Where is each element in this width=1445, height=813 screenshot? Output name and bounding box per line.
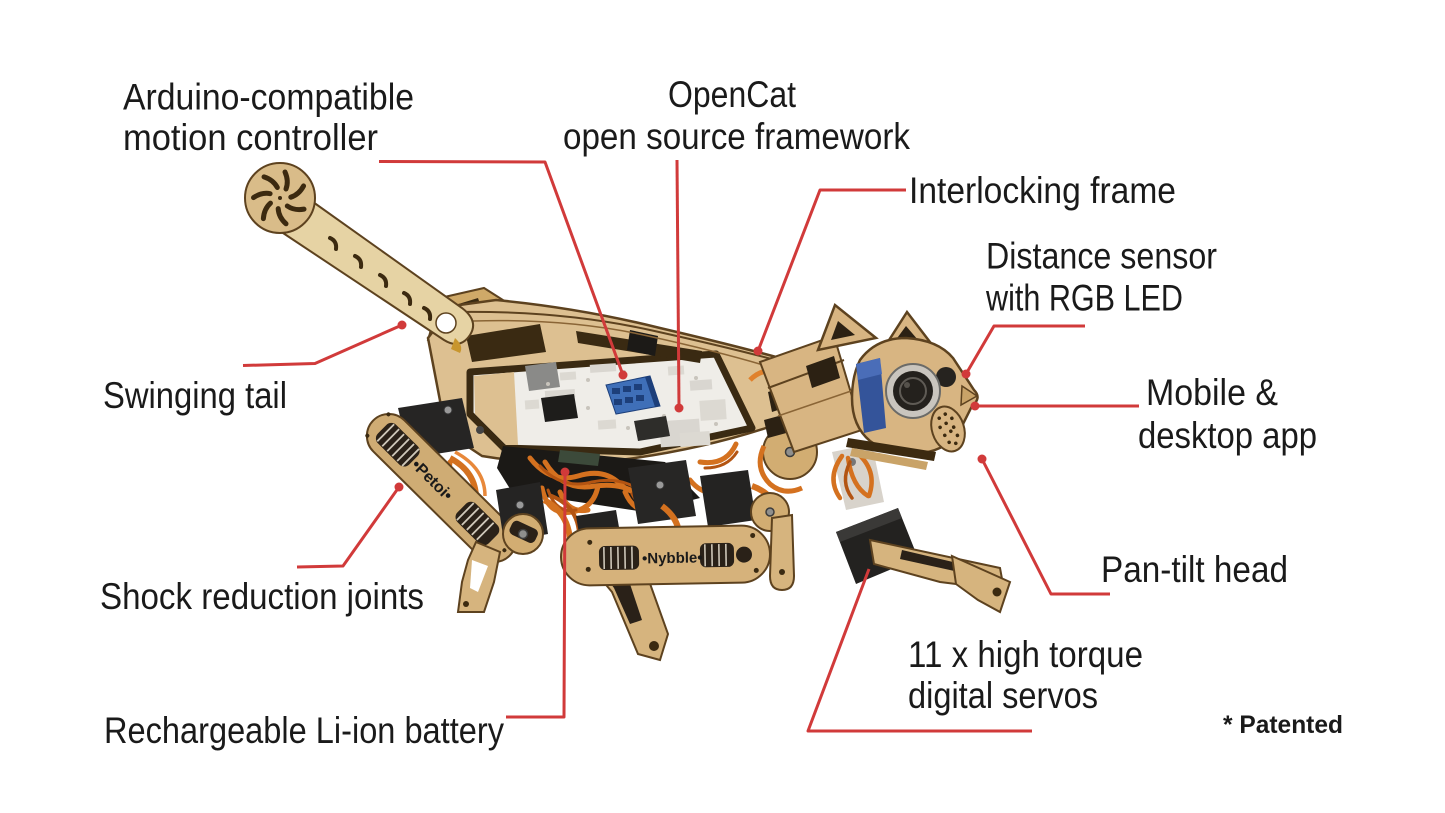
svg-text:* Patented: * Patented [1223,711,1343,739]
svg-text:Mobile &: Mobile & [1146,372,1278,413]
svg-text:Swinging tail: Swinging tail [103,375,287,416]
svg-text:Shock reduction joints: Shock reduction joints [100,576,424,617]
svg-text:Distance sensor: Distance sensor [986,236,1217,277]
svg-text:11 x high torque: 11 x high torque [908,634,1143,675]
svg-text:desktop app: desktop app [1138,415,1317,456]
svg-text:Interlocking frame: Interlocking frame [909,170,1176,211]
svg-text:Arduino-compatible: Arduino-compatible [123,77,414,118]
svg-text:Pan-tilt head: Pan-tilt head [1101,549,1288,590]
svg-text:open source framework: open source framework [563,116,910,157]
svg-text:with RGB LED: with RGB LED [985,278,1183,319]
svg-text:motion controller: motion controller [123,117,378,158]
svg-text:Rechargeable Li-ion battery: Rechargeable Li-ion battery [104,710,504,751]
svg-text:digital servos: digital servos [908,675,1098,716]
svg-text:OpenCat: OpenCat [668,74,797,115]
svg-text:•Nybble•: •Nybble• [642,549,703,567]
